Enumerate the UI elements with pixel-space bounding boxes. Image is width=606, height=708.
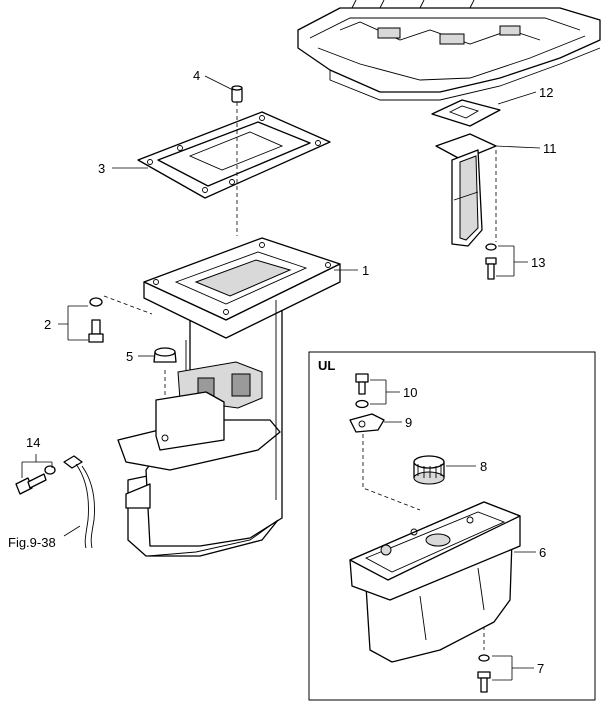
callout-5: 5 xyxy=(126,349,133,364)
callout-8: 8 xyxy=(480,459,487,474)
callout-12: 12 xyxy=(539,85,553,100)
ground-lead-part-14 xyxy=(15,455,95,549)
bolt-washer-part-2 xyxy=(88,295,153,343)
grommet-part-5 xyxy=(153,347,177,363)
callout-1: 1 xyxy=(362,263,369,278)
dowel-pin-part-4 xyxy=(231,85,243,103)
callout-3: 3 xyxy=(98,161,105,176)
gasket-part-3 xyxy=(137,111,331,199)
callout-2: 2 xyxy=(44,317,51,332)
bearing-part-8 xyxy=(413,455,445,485)
callout-13: 13 xyxy=(531,255,545,270)
exhaust-pipe-part-11 xyxy=(435,133,497,247)
lower-housing-part-6 xyxy=(349,501,521,663)
callout-11: 11 xyxy=(543,141,557,156)
callout-6: 6 xyxy=(539,545,546,560)
bolt-washer-part-7 xyxy=(477,654,491,693)
callout-7: 7 xyxy=(537,661,544,676)
bolt-washer-part-10 xyxy=(355,373,369,409)
powerhead-block xyxy=(297,0,601,101)
alignment-line xyxy=(362,434,421,511)
callout-10: 10 xyxy=(403,385,417,400)
callout-4: 4 xyxy=(193,68,200,83)
clamp-part-9 xyxy=(349,413,385,433)
gasket-part-12 xyxy=(431,99,501,127)
inset-frame xyxy=(308,351,596,701)
bolt-washer-part-13 xyxy=(485,243,497,280)
leader-lines xyxy=(21,75,541,681)
fig-reference-label: Fig.9-38 xyxy=(8,535,56,550)
inset-title: UL xyxy=(318,358,335,373)
upper-casing-part-1 xyxy=(117,237,341,557)
callout-14: 14 xyxy=(26,435,40,450)
callout-9: 9 xyxy=(405,415,412,430)
